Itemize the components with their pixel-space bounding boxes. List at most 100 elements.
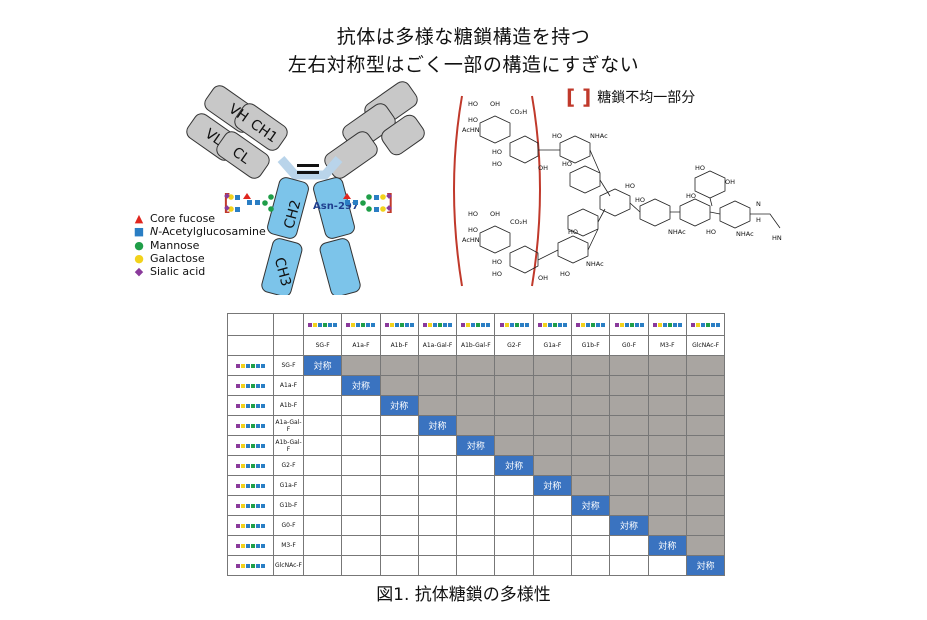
matrix-cell-upper (456, 375, 496, 396)
matrix-cell-upper (494, 435, 534, 456)
matrix-col-label: G1b-F (571, 335, 611, 356)
matrix-row-label: A1a-Gal-F (273, 415, 304, 436)
matrix-cell-lower (379, 515, 419, 536)
svg-text:OH: OH (538, 164, 548, 172)
glycan-glyph (495, 322, 532, 327)
matrix-cell-upper (609, 395, 649, 416)
svg-text:HO: HO (552, 132, 562, 140)
matrix-cell-upper (647, 435, 687, 456)
matrix-cell-symmetric: 対称 (647, 535, 687, 556)
domain-ch2-left (267, 177, 309, 239)
matrix-cell-lower (609, 555, 649, 576)
hinge (277, 156, 343, 180)
svg-text:HO: HO (635, 196, 645, 204)
matrix-col-glyph (379, 313, 419, 336)
svg-text:NHAc: NHAc (736, 230, 754, 238)
matrix-cell-lower (494, 475, 534, 496)
glycan-chemical-structure: HO OH CO₂H HO AcHN HO HO OH HO NHAc HO H… (453, 95, 782, 287)
glycan-glyph (457, 322, 494, 327)
matrix-col-glyph (341, 313, 381, 336)
matrix-cell-upper (647, 375, 687, 396)
matrix-cell-upper (571, 395, 611, 416)
matrix-cell-upper (532, 395, 573, 416)
glycan-glyph (228, 543, 273, 548)
legend-mannose: ● Mannose (132, 239, 266, 252)
matrix-cell-upper (647, 475, 687, 496)
matrix-cell-upper (571, 475, 611, 496)
bracket-icon: [ ] (566, 85, 592, 109)
svg-text:HN: HN (772, 234, 782, 242)
matrix-cell-symmetric: 対称 (417, 415, 458, 436)
domain-cl (216, 131, 270, 179)
matrix-col-label: GlcNAc-F (685, 335, 726, 356)
matrix-cell-lower (456, 455, 496, 476)
matrix-col-glyph (647, 313, 687, 336)
matrix-col-label: G1a-F (532, 335, 573, 356)
antibody-diagram: VH CH1 VL CL CH2 CH3 Asn-297 [ ] (186, 81, 425, 295)
svg-text:OH: OH (538, 274, 548, 282)
matrix-cell-lower (341, 515, 381, 536)
matrix-cell-lower (302, 555, 343, 576)
matrix-row-label: G0-F (273, 515, 304, 536)
matrix-cell-upper (571, 455, 611, 476)
matrix-cell-upper (685, 415, 726, 436)
matrix-cell-lower (341, 415, 381, 436)
matrix-col-label: A1a-F (341, 335, 381, 356)
svg-text:CO₂H: CO₂H (510, 108, 527, 116)
svg-text:]: ] (385, 191, 394, 216)
matrix-row-label: G1b-F (273, 495, 304, 516)
matrix-cell-upper (494, 375, 534, 396)
matrix-cell-lower (571, 515, 611, 536)
matrix-cell-lower (341, 495, 381, 516)
matrix-cell-lower (302, 535, 343, 556)
glycan-glyph (228, 563, 273, 568)
matrix-cell-lower (379, 415, 419, 436)
matrix-cell-upper (685, 375, 726, 396)
matrix-row-glyph (227, 435, 274, 456)
matrix-cell-lower (341, 395, 381, 416)
square-icon: ■ (133, 225, 145, 239)
matrix-col-glyph (571, 313, 611, 336)
svg-text:HO: HO (568, 228, 578, 236)
svg-text:HO: HO (492, 270, 502, 278)
matrix-cell-lower (417, 555, 458, 576)
matrix-row: GlcNAc-F 対称 (227, 555, 726, 576)
matrix-cell-upper (571, 355, 611, 376)
matrix-cell-upper (456, 415, 496, 436)
domain-right-3 (381, 114, 425, 156)
matrix-cell-upper (379, 355, 419, 376)
svg-text:N: N (756, 200, 761, 208)
matrix-cell-symmetric: 対称 (609, 515, 649, 536)
matrix-cell-upper (341, 355, 381, 376)
title-line-2: 左右対称型はごく一部の構造にすぎない (287, 54, 640, 76)
matrix-col-glyph (532, 313, 573, 336)
glycan-glyph (228, 443, 273, 448)
matrix-col-label: A1b-Gal-F (456, 335, 496, 356)
matrix-cell-lower (571, 555, 611, 576)
title-line-1: 抗体は多様な糖鎖構造を持つ (336, 26, 591, 48)
glycan-glyph (228, 383, 273, 388)
svg-text:OH: OH (725, 178, 735, 186)
matrix-cell-lower (417, 495, 458, 516)
matrix-cell-lower (532, 495, 573, 516)
svg-text:HO: HO (560, 270, 570, 278)
matrix-row-label: G1a-F (273, 475, 304, 496)
matrix-cell-lower (456, 555, 496, 576)
matrix-row-glyph (227, 395, 274, 416)
legend-core-fucose: ▲ Core fucose (132, 212, 266, 225)
matrix-cell-upper (685, 455, 726, 476)
matrix-row-label: G2-F (273, 455, 304, 476)
matrix-cell-lower (494, 535, 534, 556)
matrix-cell-symmetric: 対称 (685, 555, 726, 576)
matrix-row: G0-F 対称 (227, 515, 726, 536)
matrix-cell-symmetric: 対称 (341, 375, 381, 396)
matrix-cell-upper (456, 395, 496, 416)
matrix-cell-lower (379, 535, 419, 556)
matrix-row-glyph (227, 555, 274, 576)
matrix-cell-lower (379, 495, 419, 516)
svg-text:NHAc: NHAc (590, 132, 608, 140)
matrix-row-label: GlcNAc-F (273, 555, 304, 576)
matrix-cell-upper (685, 355, 726, 376)
